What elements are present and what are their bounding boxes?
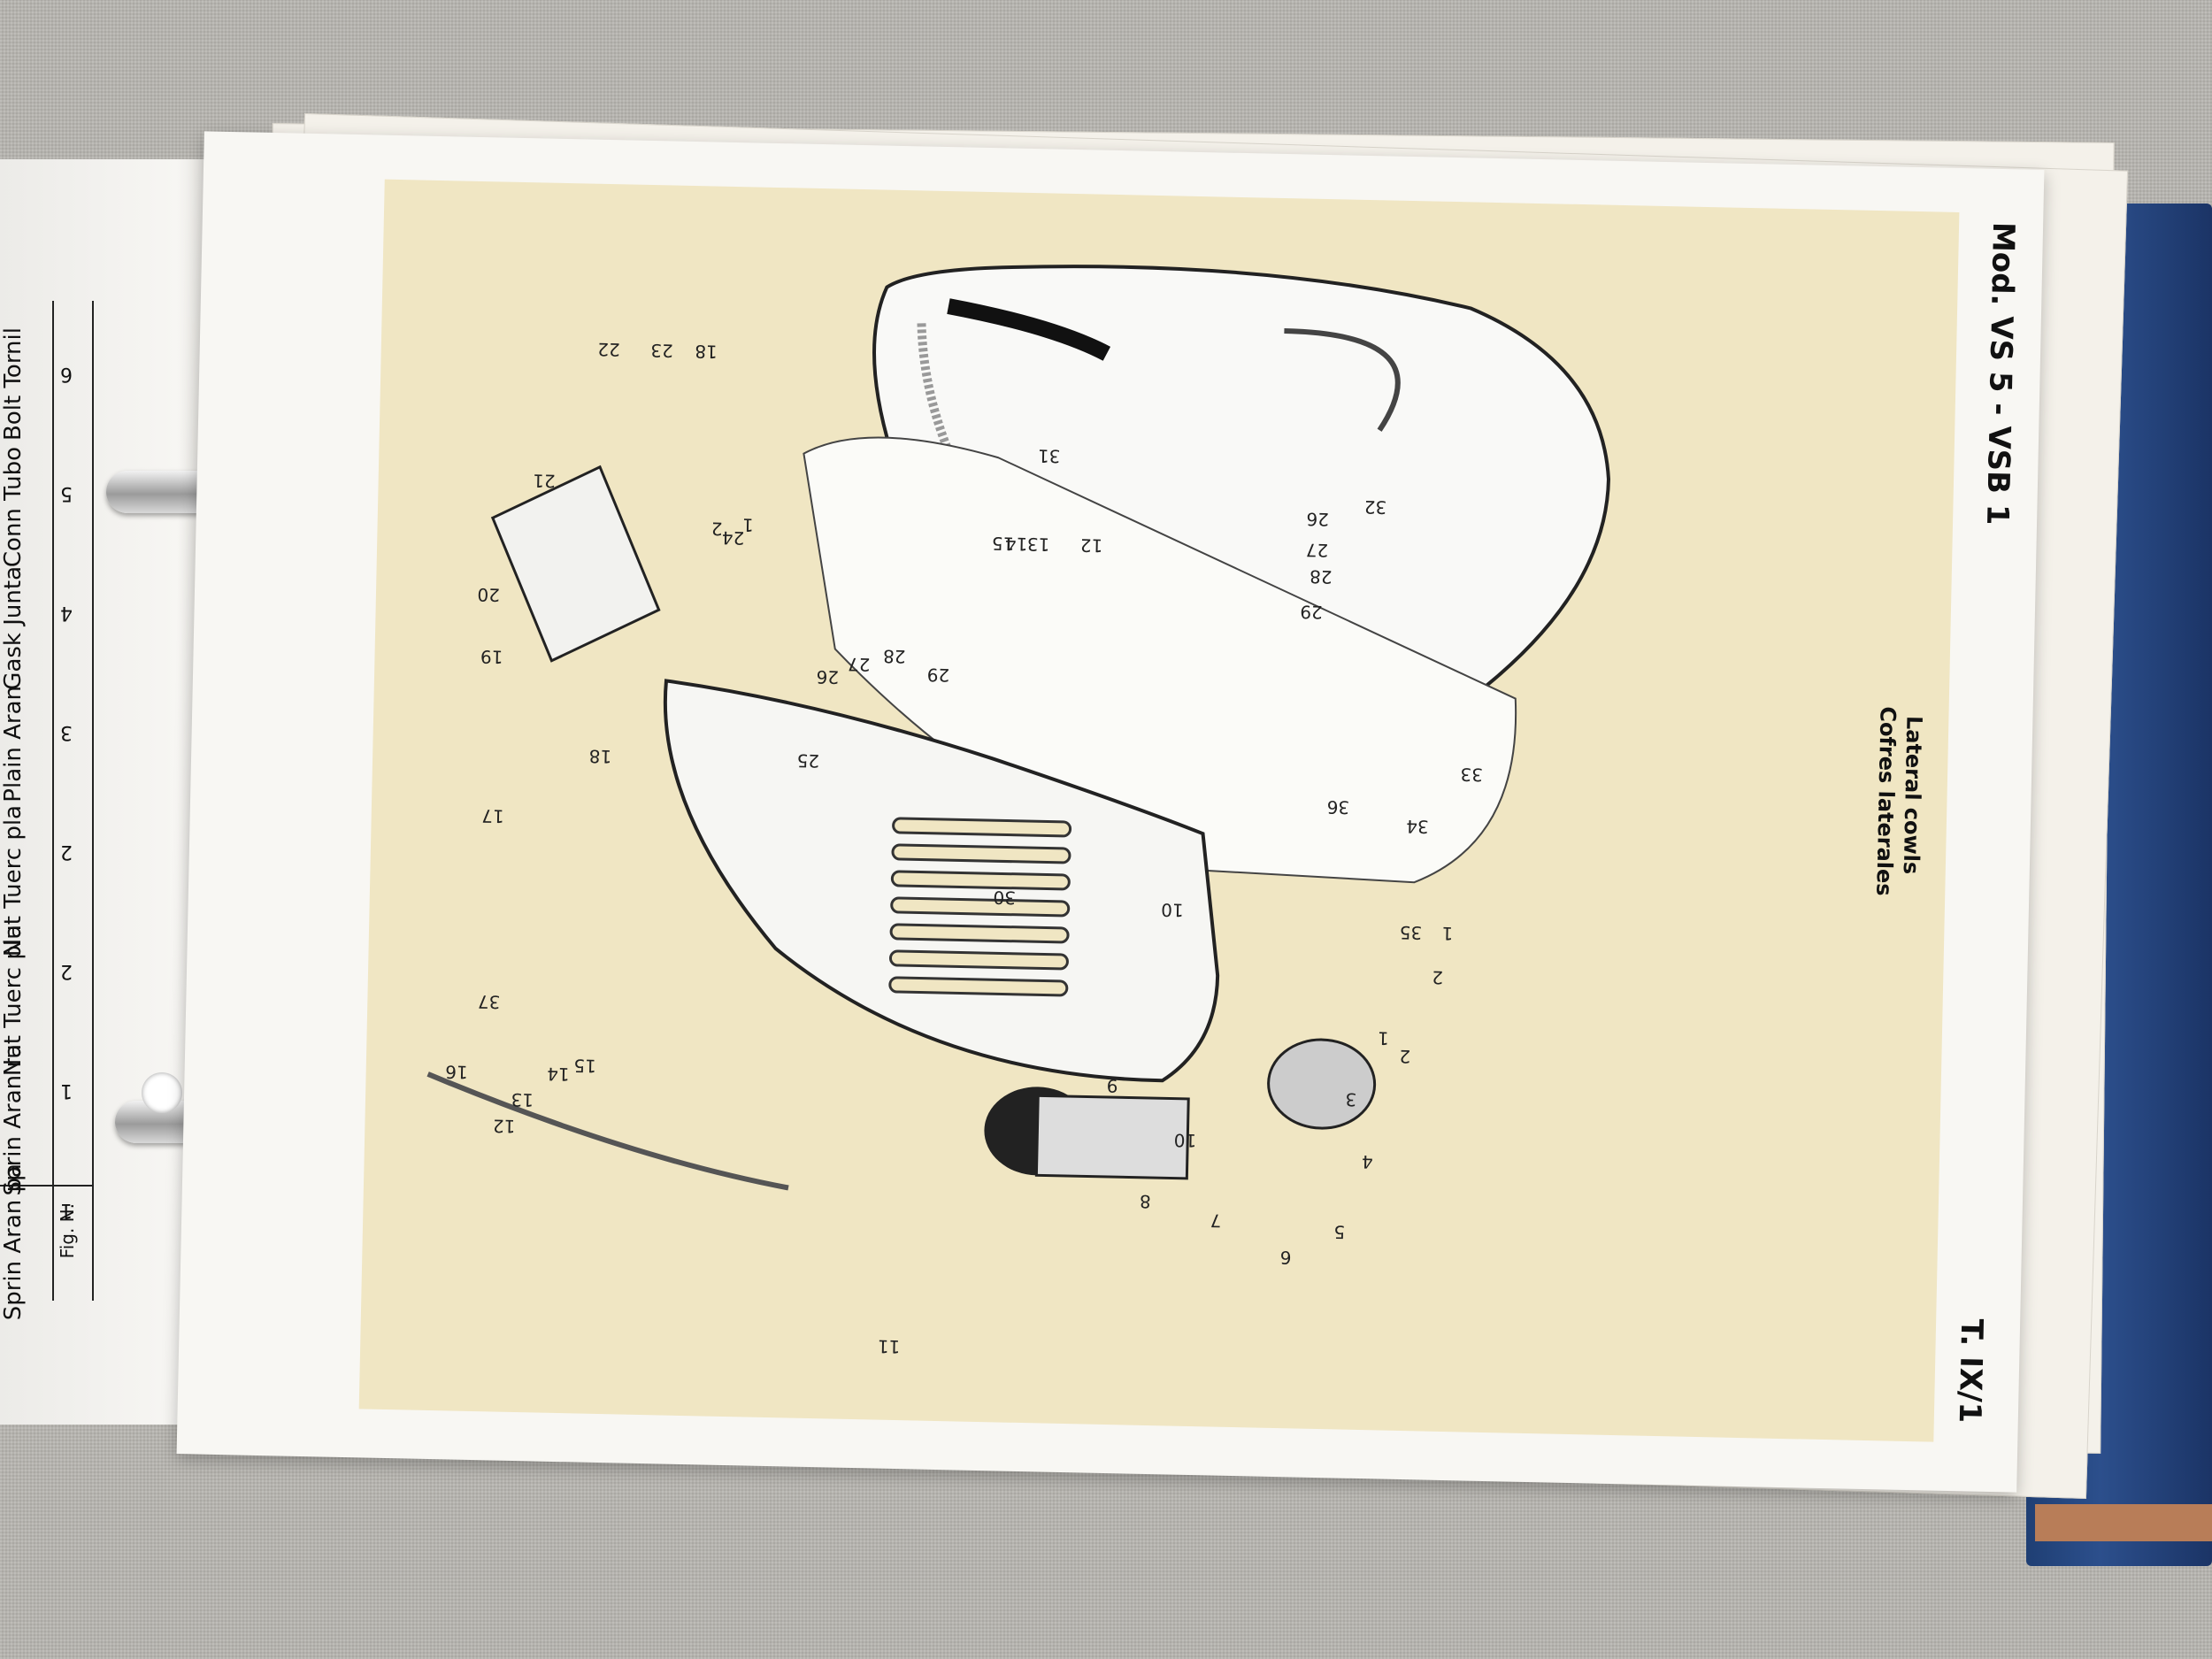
part-callout: 17 <box>481 805 504 827</box>
left-row-number: 2 <box>60 841 73 863</box>
part-callout: 9 <box>1107 1075 1118 1096</box>
part-callout: 15 <box>992 533 1015 555</box>
part-callout: 14 <box>1005 533 1028 555</box>
model-title: Mod. VS 5 - VSB 1 <box>1979 221 2022 526</box>
part-callout: 14 <box>547 1064 570 1086</box>
plate-holder <box>490 465 661 663</box>
punch-hole-bottom <box>142 1072 182 1113</box>
part-callout: 7 <box>1210 1210 1221 1231</box>
part-callout: 1 <box>742 514 754 535</box>
part-callout: 29 <box>926 664 949 687</box>
part-callout: 1 <box>1378 1027 1389 1048</box>
left-row-number: 1 <box>60 1079 73 1102</box>
part-callout: 18 <box>695 341 718 363</box>
part-callout: 12 <box>493 1115 516 1137</box>
left-row-text: Bolt Tornil <box>0 327 27 441</box>
part-callout: 28 <box>883 646 906 668</box>
part-callout: 2 <box>1432 967 1443 988</box>
part-callout: 13 <box>1027 534 1050 556</box>
part-callout: 25 <box>796 750 819 772</box>
left-table <box>0 301 94 1301</box>
part-callout: 23 <box>650 340 673 362</box>
part-callout: 24 <box>722 527 745 549</box>
left-table-header: Fig. N. <box>57 1203 78 1259</box>
part-callout: 26 <box>1306 509 1329 531</box>
title-spanish: Cofres laterales <box>1871 706 1901 896</box>
part-callout: 4 <box>1362 1151 1373 1172</box>
part-callout: 1 <box>1441 923 1453 944</box>
part-callout: 27 <box>848 654 871 676</box>
left-row-number: 6 <box>60 363 73 385</box>
cable-right <box>1284 327 1401 432</box>
part-callout: 8 <box>1140 1191 1151 1212</box>
title-english: Lateral cowls <box>1898 715 1927 875</box>
part-callout: 33 <box>1460 764 1483 786</box>
part-callout: 12 <box>1080 534 1103 557</box>
part-callout: 34 <box>1406 816 1429 838</box>
flex-hose <box>1034 1094 1190 1180</box>
part-callout: 22 <box>597 339 620 361</box>
part-callout: 27 <box>1306 540 1329 562</box>
binder-edge <box>2035 1504 2212 1541</box>
left-row-text: Conn Tubo <box>0 447 27 568</box>
gasket <box>1267 1038 1377 1130</box>
part-callout: 35 <box>1400 922 1423 944</box>
part-callout: 16 <box>445 1061 468 1083</box>
left-row-text: Gask Junta <box>0 566 27 690</box>
left-row-text: Sprin Aran pa <box>0 1164 27 1321</box>
part-callout: 6 <box>1280 1247 1292 1268</box>
part-callout: 28 <box>1310 566 1333 588</box>
part-callout: 26 <box>816 666 839 688</box>
plate-ref: T. IX/1 <box>1951 1318 1990 1424</box>
part-callout: 18 <box>588 746 611 768</box>
cable-left <box>426 1071 789 1191</box>
louvers <box>888 817 1072 997</box>
part-callout: 2 <box>1399 1046 1410 1067</box>
part-callout: 21 <box>533 470 556 492</box>
left-row-text: Plain Aran <box>0 686 27 803</box>
part-callout: 32 <box>1364 496 1387 518</box>
part-callout: 37 <box>478 991 501 1013</box>
part-callout: 10 <box>1161 899 1184 921</box>
part-callout: 3 <box>1345 1089 1356 1110</box>
part-callout: 36 <box>1326 796 1349 818</box>
part-callout: 30 <box>993 887 1016 909</box>
part-callout: 13 <box>511 1089 534 1111</box>
right-cowl-badge <box>947 298 1111 361</box>
left-row-number: 2 <box>60 960 73 982</box>
left-row-number: 4 <box>60 602 73 624</box>
part-callout: 2 <box>711 518 723 539</box>
part-callout: 11 <box>878 1336 901 1358</box>
part-callout: 20 <box>477 584 500 606</box>
part-callout: 19 <box>480 646 503 668</box>
part-callout: 15 <box>573 1055 596 1077</box>
part-callout: 5 <box>1333 1221 1345 1242</box>
left-row-number: 3 <box>60 721 73 743</box>
part-callout: 10 <box>1174 1130 1197 1152</box>
left-row-number: 5 <box>60 482 73 504</box>
part-callout: 29 <box>1300 601 1323 623</box>
part-callout: 31 <box>1038 445 1061 467</box>
